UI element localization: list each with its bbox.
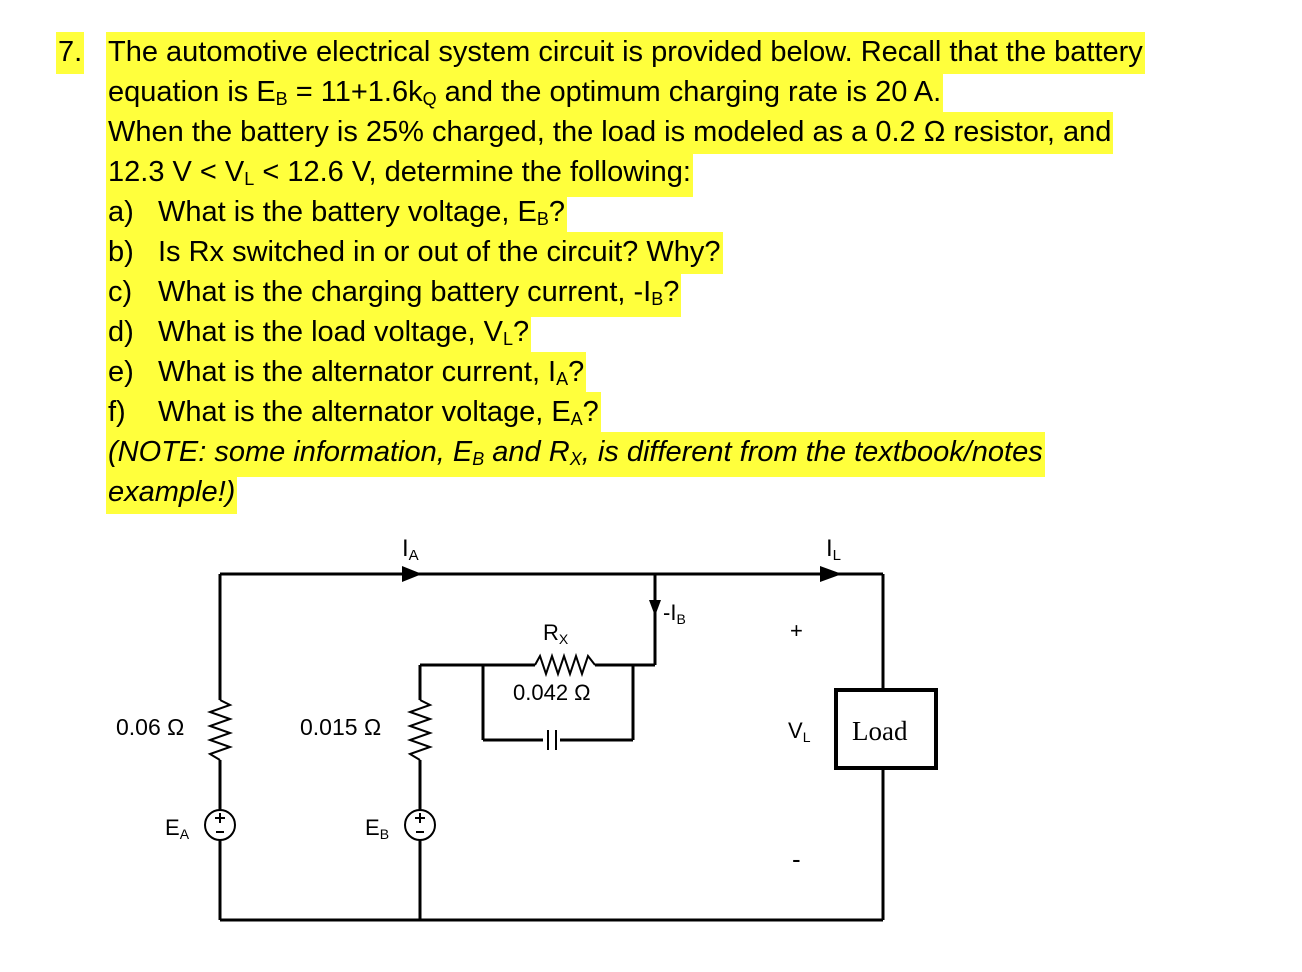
load-label: Load — [852, 716, 908, 746]
question-line-3: When the battery is 25% charged, the loa… — [56, 112, 1276, 154]
il-arrow-icon — [820, 566, 842, 582]
minus-label: - — [792, 844, 801, 874]
rx-label: RX — [543, 620, 569, 647]
load-box — [834, 688, 938, 770]
alternator-resistance-label: 0.06 Ω — [116, 714, 184, 740]
ib-arrow-icon — [649, 600, 661, 616]
question-line-2: equation is EB = 11+1.6kQ and the optimu… — [56, 72, 1276, 117]
battery-source-icon — [404, 809, 436, 841]
list-item: f)What is the alternator voltage, EA? — [56, 392, 1276, 437]
note-line-1: (NOTE: some information, EB and RX, is d… — [56, 432, 1276, 477]
list-item: a)What is the battery voltage, EB? — [56, 192, 1276, 237]
vl-label: VL — [788, 718, 811, 745]
battery-resistor-icon — [406, 699, 434, 761]
list-item: b)Is Rx switched in or out of the circui… — [56, 232, 1276, 274]
question-line-1: 7. The automotive electrical system circ… — [56, 32, 1276, 74]
note-line-2: example!) — [56, 472, 1276, 514]
ia-arrow-icon — [402, 566, 422, 582]
alternator-source-icon — [204, 809, 236, 841]
rx-resistor-icon — [534, 652, 596, 678]
list-item: d)What is the load voltage, VL? — [56, 312, 1276, 357]
list-item: c)What is the charging battery current, … — [56, 272, 1276, 317]
rx-value-label: 0.042 Ω — [513, 680, 591, 705]
ia-label: IA — [402, 535, 419, 564]
minus-ib-label: -IB — [663, 600, 686, 627]
plus-label: + — [790, 618, 803, 643]
list-item: e)What is the alternator current, IA? — [56, 352, 1276, 397]
alternator-resistor-icon — [206, 699, 234, 761]
ea-label: EA — [165, 815, 190, 842]
battery-resistance-label: 0.015 Ω — [300, 714, 381, 740]
question-line-4: 12.3 V < VL < 12.6 V, determine the foll… — [56, 152, 1276, 197]
il-label: IL — [826, 535, 841, 564]
intro-line-4: 12.3 V < VL < 12.6 V, determine the foll… — [106, 152, 693, 197]
intro-line-3: When the battery is 25% charged, the loa… — [106, 112, 1114, 154]
intro-line-2: equation is EB = 11+1.6kQ and the optimu… — [106, 72, 944, 117]
intro-line-1: The automotive electrical system circuit… — [106, 32, 1145, 74]
question-number: 7. — [56, 32, 85, 74]
question-text: 7. The automotive electrical system circ… — [56, 32, 1276, 514]
eb-label: EB — [365, 815, 389, 842]
